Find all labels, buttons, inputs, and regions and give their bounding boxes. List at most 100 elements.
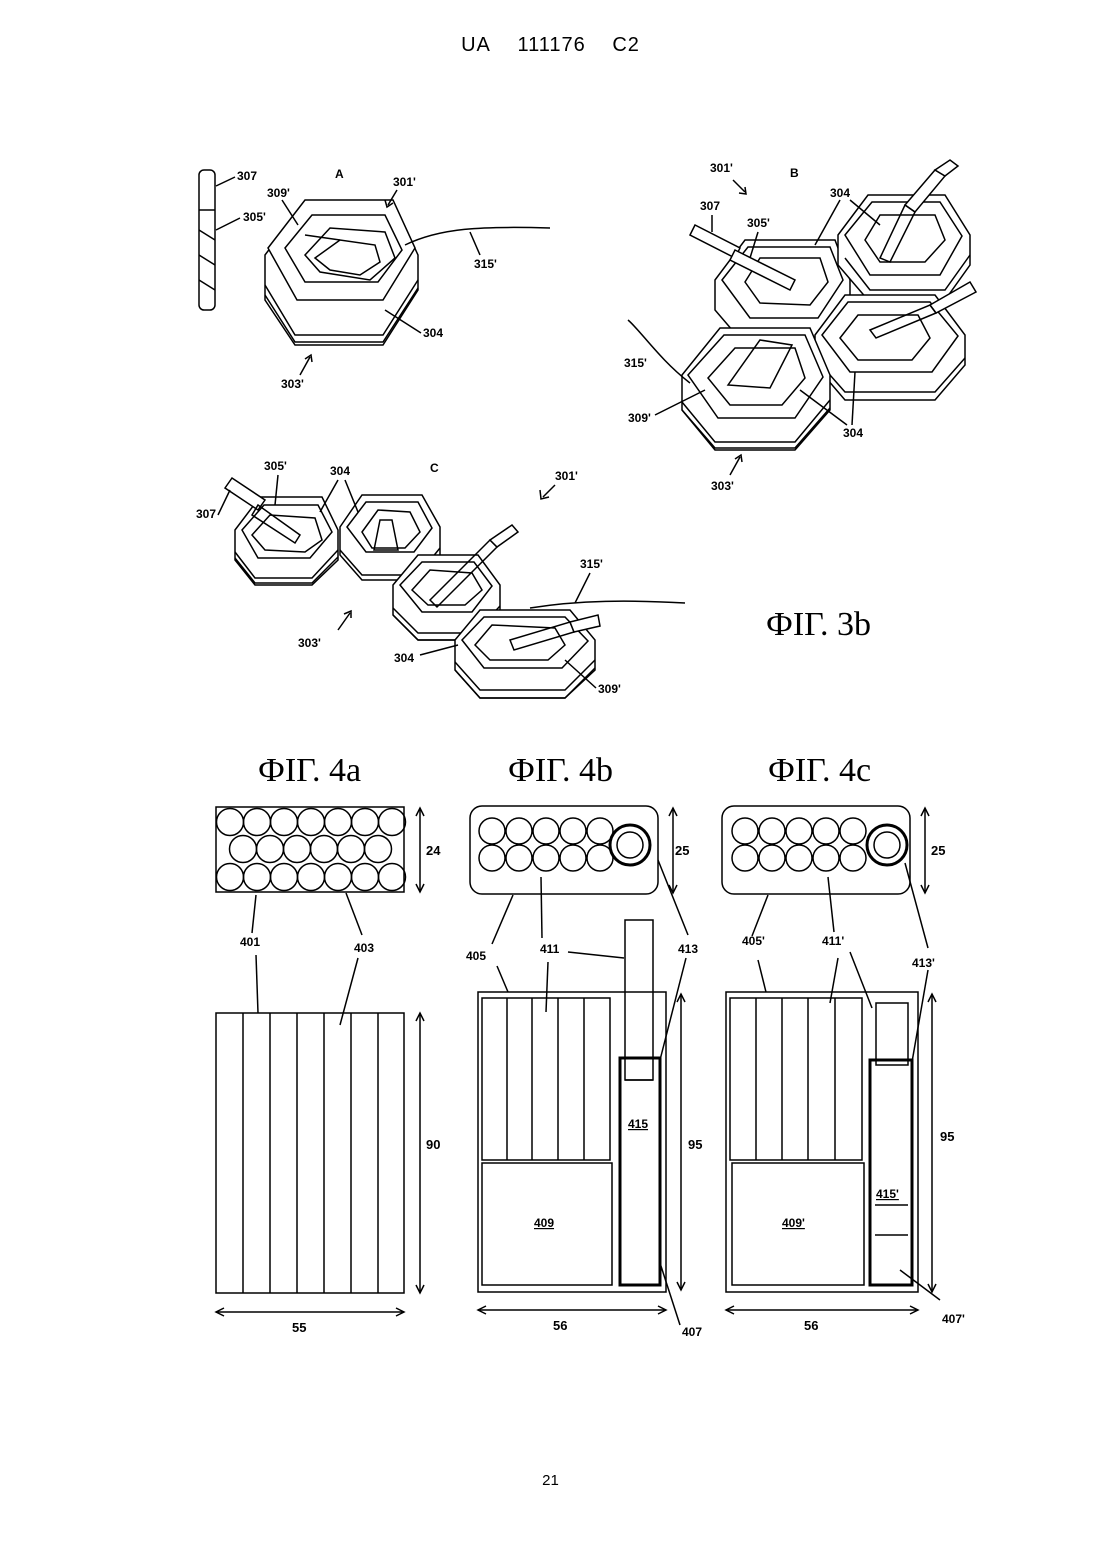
fig4b-front-view bbox=[478, 992, 666, 1292]
fig3b-panel-c bbox=[225, 478, 685, 698]
ref-304-b2: 304 bbox=[843, 426, 863, 440]
ref-307-a: 307 bbox=[237, 169, 257, 183]
fig4c-front-view bbox=[726, 992, 918, 1292]
ref-413: 413 bbox=[678, 942, 698, 956]
cylinder-circle bbox=[217, 864, 244, 891]
cylinder-circle bbox=[813, 845, 839, 871]
fig4b-dim-top: 25 bbox=[675, 843, 689, 858]
fig4a-dim-height: 90 bbox=[426, 1137, 440, 1152]
ref-413-prime: 413' bbox=[912, 956, 935, 970]
ref-304-b1: 304 bbox=[830, 186, 850, 200]
fig4a-cylinder-circles bbox=[217, 809, 406, 891]
cylinder-circle bbox=[506, 818, 532, 844]
cylinder-circle bbox=[298, 864, 325, 891]
cylinder-circle bbox=[813, 818, 839, 844]
cylinder-circle bbox=[379, 864, 406, 891]
ref-407: 407 bbox=[682, 1325, 702, 1339]
ref-411: 411 bbox=[540, 942, 560, 956]
cylinder-circle bbox=[271, 809, 298, 836]
ref-307-c: 307 bbox=[196, 507, 216, 521]
ref-407-prime: 407' bbox=[942, 1312, 965, 1326]
ref-315-b: 315ʹ bbox=[624, 356, 647, 370]
fig4a-drawing bbox=[216, 807, 424, 1316]
ref-307-b: 307 bbox=[700, 199, 720, 213]
ref-315-c: 315ʹ bbox=[580, 557, 603, 571]
cylinder-circle bbox=[506, 845, 532, 871]
ref-301-b: 301ʹ bbox=[710, 161, 733, 175]
ref-309-b: 309ʹ bbox=[628, 411, 651, 425]
cylinder-circle bbox=[786, 845, 812, 871]
fig4c-drawing bbox=[722, 806, 940, 1314]
page-number: 21 bbox=[0, 1472, 1101, 1489]
fig3b-panel-a bbox=[199, 170, 550, 345]
cylinder-circle bbox=[325, 864, 352, 891]
ref-301-c: 301ʹ bbox=[555, 469, 578, 483]
cylinder-circle bbox=[786, 818, 812, 844]
fig4b-dim-height: 95 bbox=[688, 1137, 702, 1152]
ref-411-prime: 411' bbox=[822, 934, 844, 948]
cylinder-circle bbox=[325, 809, 352, 836]
cylinder-circle bbox=[379, 809, 406, 836]
ref-305-a: 305ʹ bbox=[243, 210, 266, 224]
ref-403: 403 bbox=[354, 941, 374, 955]
cylinder-circle bbox=[271, 864, 298, 891]
cylinder-circle bbox=[533, 818, 559, 844]
ref-409-prime: 409' bbox=[782, 1216, 805, 1230]
cylinder-circle bbox=[284, 836, 311, 863]
cylinder-circle bbox=[479, 818, 505, 844]
cylinder-circle bbox=[560, 845, 586, 871]
panel-a-letter: A bbox=[335, 167, 344, 181]
fig4a-front-view bbox=[216, 1013, 404, 1293]
ref-401: 401 bbox=[240, 935, 260, 949]
cylinder-circle bbox=[479, 845, 505, 871]
fig4c-title: ФІГ. 4c bbox=[768, 752, 871, 790]
ref-301-a: 301ʹ bbox=[393, 175, 416, 189]
cylinder-circle bbox=[352, 864, 379, 891]
cylinder-circle bbox=[338, 836, 365, 863]
ref-309-c: 309ʹ bbox=[598, 682, 621, 696]
ref-305-b: 305ʹ bbox=[747, 216, 770, 230]
ref-309-a: 309ʹ bbox=[267, 186, 290, 200]
fig4c-cylinder-circles bbox=[732, 818, 866, 871]
fig4c-dim-top: 25 bbox=[931, 843, 945, 858]
cylinder-circle bbox=[311, 836, 338, 863]
ref-303-c: 303ʹ bbox=[298, 636, 321, 650]
cylinder-circle bbox=[365, 836, 392, 863]
cylinder-circle bbox=[244, 809, 271, 836]
cylinder-circle bbox=[732, 845, 758, 871]
ref-304-c2: 304 bbox=[394, 651, 414, 665]
ref-303-b: 303ʹ bbox=[711, 479, 734, 493]
cylinder-circle bbox=[298, 809, 325, 836]
cylinder-circle bbox=[840, 845, 866, 871]
fig4a-title: ФІГ. 4a bbox=[258, 752, 361, 790]
panel-c-letter: C bbox=[430, 461, 439, 475]
cylinder-circle bbox=[257, 836, 284, 863]
cylinder-circle bbox=[352, 809, 379, 836]
fig4b-cylinder-circles bbox=[479, 818, 613, 871]
ref-303-a: 303ʹ bbox=[281, 377, 304, 391]
cylinder-circle bbox=[759, 845, 785, 871]
cylinder-circle bbox=[759, 818, 785, 844]
ref-409: 409 bbox=[534, 1216, 554, 1230]
cylinder-circle bbox=[533, 845, 559, 871]
fig3b-panel-b bbox=[628, 160, 976, 450]
cylinder-circle bbox=[840, 818, 866, 844]
ref-304-c1: 304 bbox=[330, 464, 350, 478]
fig4b-dim-width: 56 bbox=[553, 1318, 567, 1333]
cylinder-circle bbox=[732, 818, 758, 844]
fig4c-dim-width: 56 bbox=[804, 1318, 818, 1333]
cylinder-circle bbox=[217, 809, 244, 836]
ref-315-a: 315ʹ bbox=[474, 257, 497, 271]
ref-305-c: 305ʹ bbox=[264, 459, 287, 473]
fig4a-dim-width: 55 bbox=[292, 1320, 306, 1335]
fig4c-dim-height: 95 bbox=[940, 1129, 954, 1144]
ref-405: 405 bbox=[466, 949, 486, 963]
ref-304-a: 304 bbox=[423, 326, 443, 340]
fig4b-title: ФІГ. 4b bbox=[508, 752, 613, 790]
fig4a-dim-top: 24 bbox=[426, 843, 441, 858]
fig4b-drawing bbox=[470, 806, 688, 1325]
cylinder-circle bbox=[230, 836, 257, 863]
ref-405-prime: 405' bbox=[742, 934, 765, 948]
fig3b-title: ФІГ. 3b bbox=[766, 606, 871, 644]
ref-415: 415 bbox=[628, 1117, 648, 1131]
